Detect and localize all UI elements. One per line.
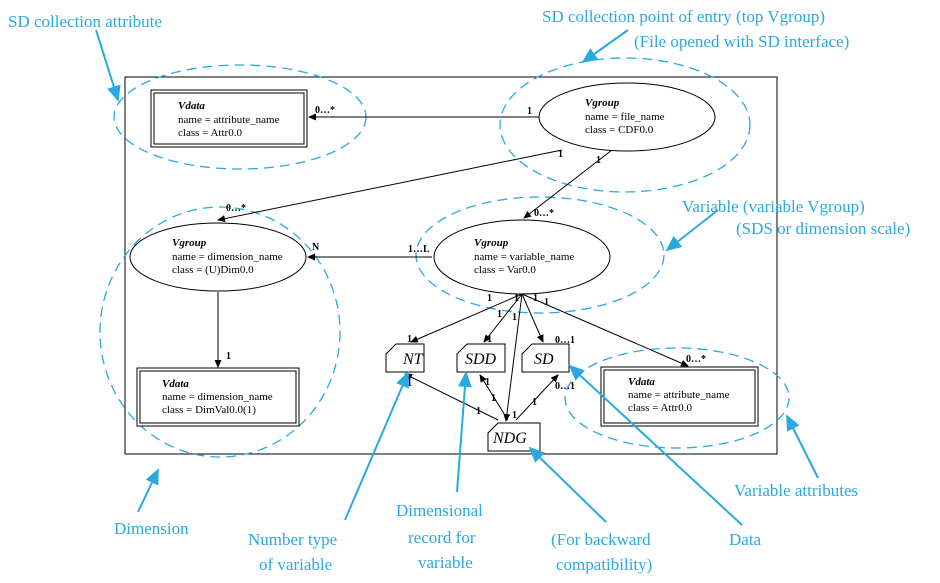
attr-vdata-class: class = Attr0.0	[178, 127, 242, 139]
ndg-tag: NDG	[487, 422, 541, 452]
callout-dimension: Dimension	[114, 519, 189, 538]
edge-ndg-to-sd	[515, 374, 559, 421]
nt-tag: NT	[385, 343, 425, 373]
top-vgroup-name: name = file_name	[585, 111, 665, 123]
callout-arrow-variable	[665, 209, 719, 252]
callout-variable-line2: (SDS or dimension scale)	[736, 219, 910, 238]
mult-var-sdd: 1	[497, 309, 502, 320]
mult-var-ndg: 1	[514, 293, 519, 304]
var-attr-vdata-box: Vdata name = attribute_name class = Attr…	[600, 366, 759, 427]
mult-sdd-top: 1	[512, 312, 517, 323]
mult-ndg-nt-end: 1	[407, 378, 412, 389]
mult-sdd-end: 1	[487, 334, 492, 345]
callout-entry-point-line1: SD collection point of entry (top Vgroup…	[542, 7, 825, 26]
edge-var-to-sd	[521, 293, 544, 343]
sd-tag: SD	[521, 343, 570, 373]
mult-dim-vdata-to: 1	[226, 351, 231, 362]
mult-ndg-sdd-to: 1	[485, 377, 490, 388]
mult-ndg-top: 1	[512, 410, 517, 421]
dimension-group-ellipse	[99, 206, 341, 458]
callout-variable-line1: Variable (variable Vgroup)	[682, 197, 865, 216]
dim-vgroup-node: Vgroup name = dimension_name class = (U)…	[129, 222, 307, 292]
edge-var-to-ndg	[503, 293, 523, 422]
edge-var-to-sdd	[483, 293, 523, 343]
callout-sd-collection-attribute: SD collection attribute	[8, 12, 162, 31]
dim-vdata-class: class = DimVal0.0(1)	[162, 404, 256, 416]
top-vgroup-node: Vgroup name = file_name class = CDF0.0	[538, 82, 716, 152]
mult-ndg-sdd-from: 1	[491, 393, 496, 404]
callout-dim-record-line2: record for	[408, 528, 476, 547]
dim-vdata-name: name = dimension_name	[162, 391, 273, 403]
var-attr-vdata-name: name = attribute_name	[628, 389, 730, 401]
dim-vdata-title: Vdata	[162, 378, 189, 390]
callout-number-type-line1: Number type	[248, 530, 337, 549]
attr-vdata-name: name = attribute_name	[178, 114, 280, 126]
mult-ndg-sd-from: 1	[532, 397, 537, 408]
mult-var-dim-from: 1…L	[408, 244, 430, 255]
mult-nt-to-var-end: 1	[476, 406, 481, 417]
dim-vgroup-class: class = (U)Dim0.0	[172, 264, 254, 276]
mult-top-dim-to: 0…*	[226, 203, 246, 214]
variable-attributes-group-ellipse	[564, 347, 790, 449]
dim-vdata-box: Vdata name = dimension_name class = DimV…	[136, 367, 300, 427]
nt-tag-label: NT	[402, 351, 424, 368]
mult-ndg-sd-to: 0…1	[555, 381, 575, 392]
var-vgroup-name: name = variable_name	[474, 251, 574, 263]
var-attr-vdata-title: Vdata	[628, 376, 655, 388]
var-attr-vdata-class: class = Attr0.0	[628, 402, 692, 414]
callout-arrow-entry-point	[581, 29, 629, 64]
top-vgroup-title: Vgroup	[585, 97, 620, 109]
var-vgroup-class: class = Var0.0	[474, 264, 536, 276]
callout-number-type-line2: of variable	[259, 555, 332, 574]
callout-arrow-backward	[528, 446, 607, 523]
mult-var-nt: 1	[487, 293, 492, 304]
attr-vdata-title: Vdata	[178, 100, 205, 112]
edge-ndg-to-sdd	[479, 374, 509, 421]
callout-entry-point-line2: (File opened with SD interface)	[634, 32, 849, 51]
mult-top-attr-from: 1	[527, 106, 532, 117]
callout-backward-line2: compatibility)	[556, 555, 652, 574]
callout-data: Data	[729, 530, 762, 549]
mult-varattr-end: 0…*	[686, 354, 706, 365]
variable-group-ellipse	[415, 196, 665, 314]
mult-top-attr-to: 0…*	[315, 105, 335, 116]
callout-variable-attributes: Variable attributes	[734, 481, 858, 500]
mult-top-dim-from: 1	[558, 149, 563, 160]
var-vgroup-node: Vgroup name = variable_name class = Var0…	[433, 219, 611, 295]
callout-arrow-dimension	[137, 468, 159, 513]
collection-frame	[124, 76, 778, 455]
entry-point-group-ellipse	[499, 57, 751, 193]
callout-dim-record-line3: variable	[418, 553, 473, 572]
mult-nt-end: 1	[407, 334, 412, 345]
mult-var-dim-to: N	[312, 242, 320, 253]
callout-backward-line1: (For backward	[551, 530, 651, 549]
mult-top-var-from: 1	[596, 155, 601, 166]
dim-vgroup-name: name = dimension_name	[172, 251, 283, 263]
sdd-tag: SDD	[456, 343, 506, 373]
edge-ndg-to-nt	[404, 373, 499, 421]
ndg-tag-label: NDG	[492, 430, 527, 447]
callout-arrow-sd-attribute	[95, 29, 121, 102]
edge-var-to-nt	[410, 293, 523, 343]
top-vgroup-class: class = CDF0.0	[585, 124, 654, 136]
edge-top-to-var	[523, 149, 613, 219]
callout-arrow-data	[568, 364, 743, 526]
edge-top-to-dim	[217, 149, 563, 223]
sdd-tag-label: SDD	[465, 351, 497, 368]
mult-var-sd-from: 1	[533, 293, 538, 304]
mult-var-varattr-from: 1	[544, 297, 549, 308]
dim-vgroup-title: Vgroup	[172, 237, 207, 249]
attr-vdata-box: Vdata name = attribute_name class = Attr…	[150, 89, 308, 148]
mult-top-var-to: 0…*	[534, 208, 554, 219]
callout-dim-record-line1: Dimensional	[396, 501, 483, 520]
mult-sd-end: 0…1	[555, 335, 575, 346]
callout-arrow-dim-record	[456, 371, 472, 493]
edge-var-to-varattr	[521, 293, 689, 367]
sd-tag-label: SD	[534, 351, 554, 368]
var-vgroup-title: Vgroup	[474, 237, 509, 249]
callout-arrow-variable-attributes	[786, 414, 819, 479]
callout-arrow-number-type	[344, 371, 409, 521]
